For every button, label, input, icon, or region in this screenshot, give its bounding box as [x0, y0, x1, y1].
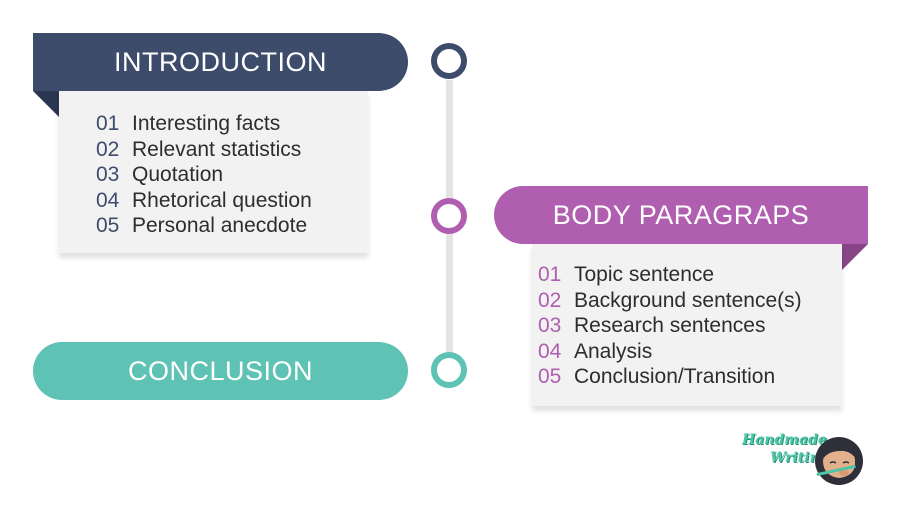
item-number: 02: [96, 137, 120, 161]
body-paragraphs-card: 01 Topic sentence 02 Background sentence(s…: [532, 244, 842, 406]
item-number: 05: [538, 365, 562, 389]
body-paragraphs-banner: BODY PARAGRAPS: [494, 186, 868, 244]
list-item: 01 Topic sentence: [538, 262, 802, 288]
timeline-node-introduction: [431, 43, 467, 79]
list-item: 02 Background sentence(s): [538, 288, 802, 314]
item-number: 01: [96, 112, 120, 135]
timeline-node-body: [431, 198, 467, 234]
item-text: Research sentences: [574, 314, 766, 338]
introduction-banner: INTRODUCTION: [33, 33, 408, 91]
item-number: 04: [538, 339, 562, 363]
logo-text-line2: Writing: [770, 450, 830, 466]
introduction-banner-fold: [33, 91, 59, 117]
item-text: Rhetorical question: [132, 188, 312, 212]
introduction-list: 01 Interesting facts 02 Relevant statistic…: [96, 111, 312, 239]
introduction-card: 01 Interesting facts 02 Relevant statistic…: [59, 91, 368, 253]
handmade-writing-logo: Handmade Writing: [738, 430, 868, 496]
item-number: 03: [96, 163, 120, 187]
item-number: 03: [538, 314, 562, 338]
item-text: Analysis: [574, 339, 653, 363]
item-number: 02: [538, 288, 562, 312]
item-text: Background sentence(s): [574, 288, 802, 312]
item-text: Relevant statistics: [132, 137, 302, 161]
item-text: Quotation: [132, 163, 224, 187]
list-item: 03 Quotation: [96, 162, 312, 188]
item-number: 01: [538, 263, 562, 286]
timeline-node-conclusion: [431, 352, 467, 388]
logo-text-line1: Handmade: [742, 432, 827, 448]
item-text: Personal anecdote: [132, 214, 308, 238]
avatar-icon: [815, 437, 863, 485]
conclusion-banner: CONCLUSION: [33, 342, 408, 400]
list-item: 04 Rhetorical question: [96, 188, 312, 214]
item-number: 04: [96, 188, 120, 212]
body-paragraphs-banner-fold: [842, 244, 868, 270]
list-item: 05 Conclusion/Transition: [538, 364, 802, 390]
list-item: 03 Research sentences: [538, 313, 802, 339]
body-paragraphs-title: BODY PARAGRAPS: [552, 199, 810, 230]
list-item: 05 Personal anecdote: [96, 213, 312, 239]
list-item: 04 Analysis: [538, 339, 802, 365]
conclusion-title: CONCLUSION: [127, 355, 314, 386]
item-number: 05: [96, 214, 120, 238]
introduction-title: INTRODUCTION: [114, 46, 327, 77]
item-text: Interesting facts: [132, 112, 281, 135]
item-text: Conclusion/Transition: [574, 365, 776, 389]
list-item: 01 Interesting facts: [96, 111, 312, 137]
list-item: 02 Relevant statistics: [96, 137, 312, 163]
body-paragraphs-list: 01 Topic sentence 02 Background sentence(s…: [538, 262, 802, 390]
item-text: Topic sentence: [574, 263, 715, 286]
